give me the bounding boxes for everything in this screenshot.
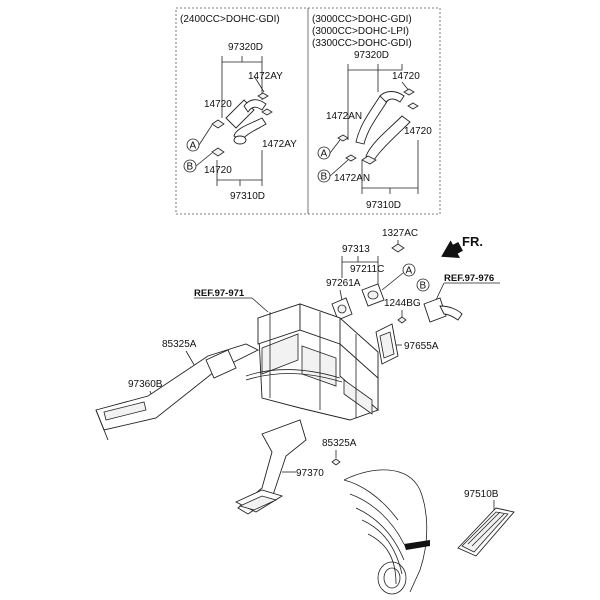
box-right-label-1472AN-top: 1472AN <box>326 111 362 122</box>
label-97655A: 97655A <box>404 341 439 352</box>
box-left-label-1472AY-bottom: 1472AY <box>262 139 297 150</box>
box-right-header-3: (3300CC>DOHC-GDI) <box>312 38 412 49</box>
box-left-label-14720-top: 14720 <box>204 99 232 110</box>
label-97370: 97370 <box>296 468 324 479</box>
box-right-header-1: (3000CC>DOHC-GDI) <box>312 14 412 25</box>
label-97313: 97313 <box>342 244 370 255</box>
box-left-marker-a: A <box>190 141 197 152</box>
box-left-marker-b: B <box>187 162 194 173</box>
label-97261A: 97261A <box>326 278 361 289</box>
front-arrow-icon <box>441 240 463 259</box>
box-right-label-14720-top: 14720 <box>392 71 420 82</box>
main-marker-b: B <box>420 281 427 292</box>
box-right-header-2: (3000CC>DOHC-LPI) <box>312 26 409 37</box>
front-label: FR. <box>462 234 483 249</box>
label-97211C: 97211C <box>350 264 384 275</box>
box-left-label-97320D: 97320D <box>228 42 263 53</box>
box-right-marker-a: A <box>321 149 328 160</box>
ref-97-971: REF.97-971 <box>194 288 245 299</box>
main-assembly: FR. 1327AC 97313 97211C 97261A A B REF.9… <box>95 228 515 595</box>
label-1244BG: 1244BG <box>384 298 421 309</box>
label-85325A-lower: 85325A <box>322 438 357 449</box>
box-right-label-14720-bottom: 14720 <box>404 126 432 137</box>
label-97510B: 97510B <box>464 489 499 500</box>
box-left-label-97310D: 97310D <box>230 191 265 202</box>
box-right-label-97320D: 97320D <box>354 50 389 61</box>
box-left-label-1472AY-top: 1472AY <box>248 71 283 82</box>
box-right-label-97310D: 97310D <box>366 200 401 211</box>
box-right-label-1472AN-bottom: 1472AN <box>334 173 370 184</box>
box-left-header: (2400CC>DOHC-GDI) <box>180 14 280 25</box>
engine-variant-box-right: (3000CC>DOHC-GDI) (3000CC>DOHC-LPI) (330… <box>307 7 441 215</box>
box-right-marker-b: B <box>321 172 328 183</box>
box-left-label-14720-bottom: 14720 <box>204 165 232 176</box>
engine-variant-box-left: (2400CC>DOHC-GDI) 97320D 1472AY 14720 14… <box>175 7 309 215</box>
label-85325A-left: 85325A <box>162 339 197 350</box>
ref-97-976: REF.97-976 <box>444 273 494 284</box>
label-1327AC: 1327AC <box>382 228 418 239</box>
main-marker-a: A <box>406 266 413 277</box>
label-97360B: 97360B <box>128 379 163 390</box>
